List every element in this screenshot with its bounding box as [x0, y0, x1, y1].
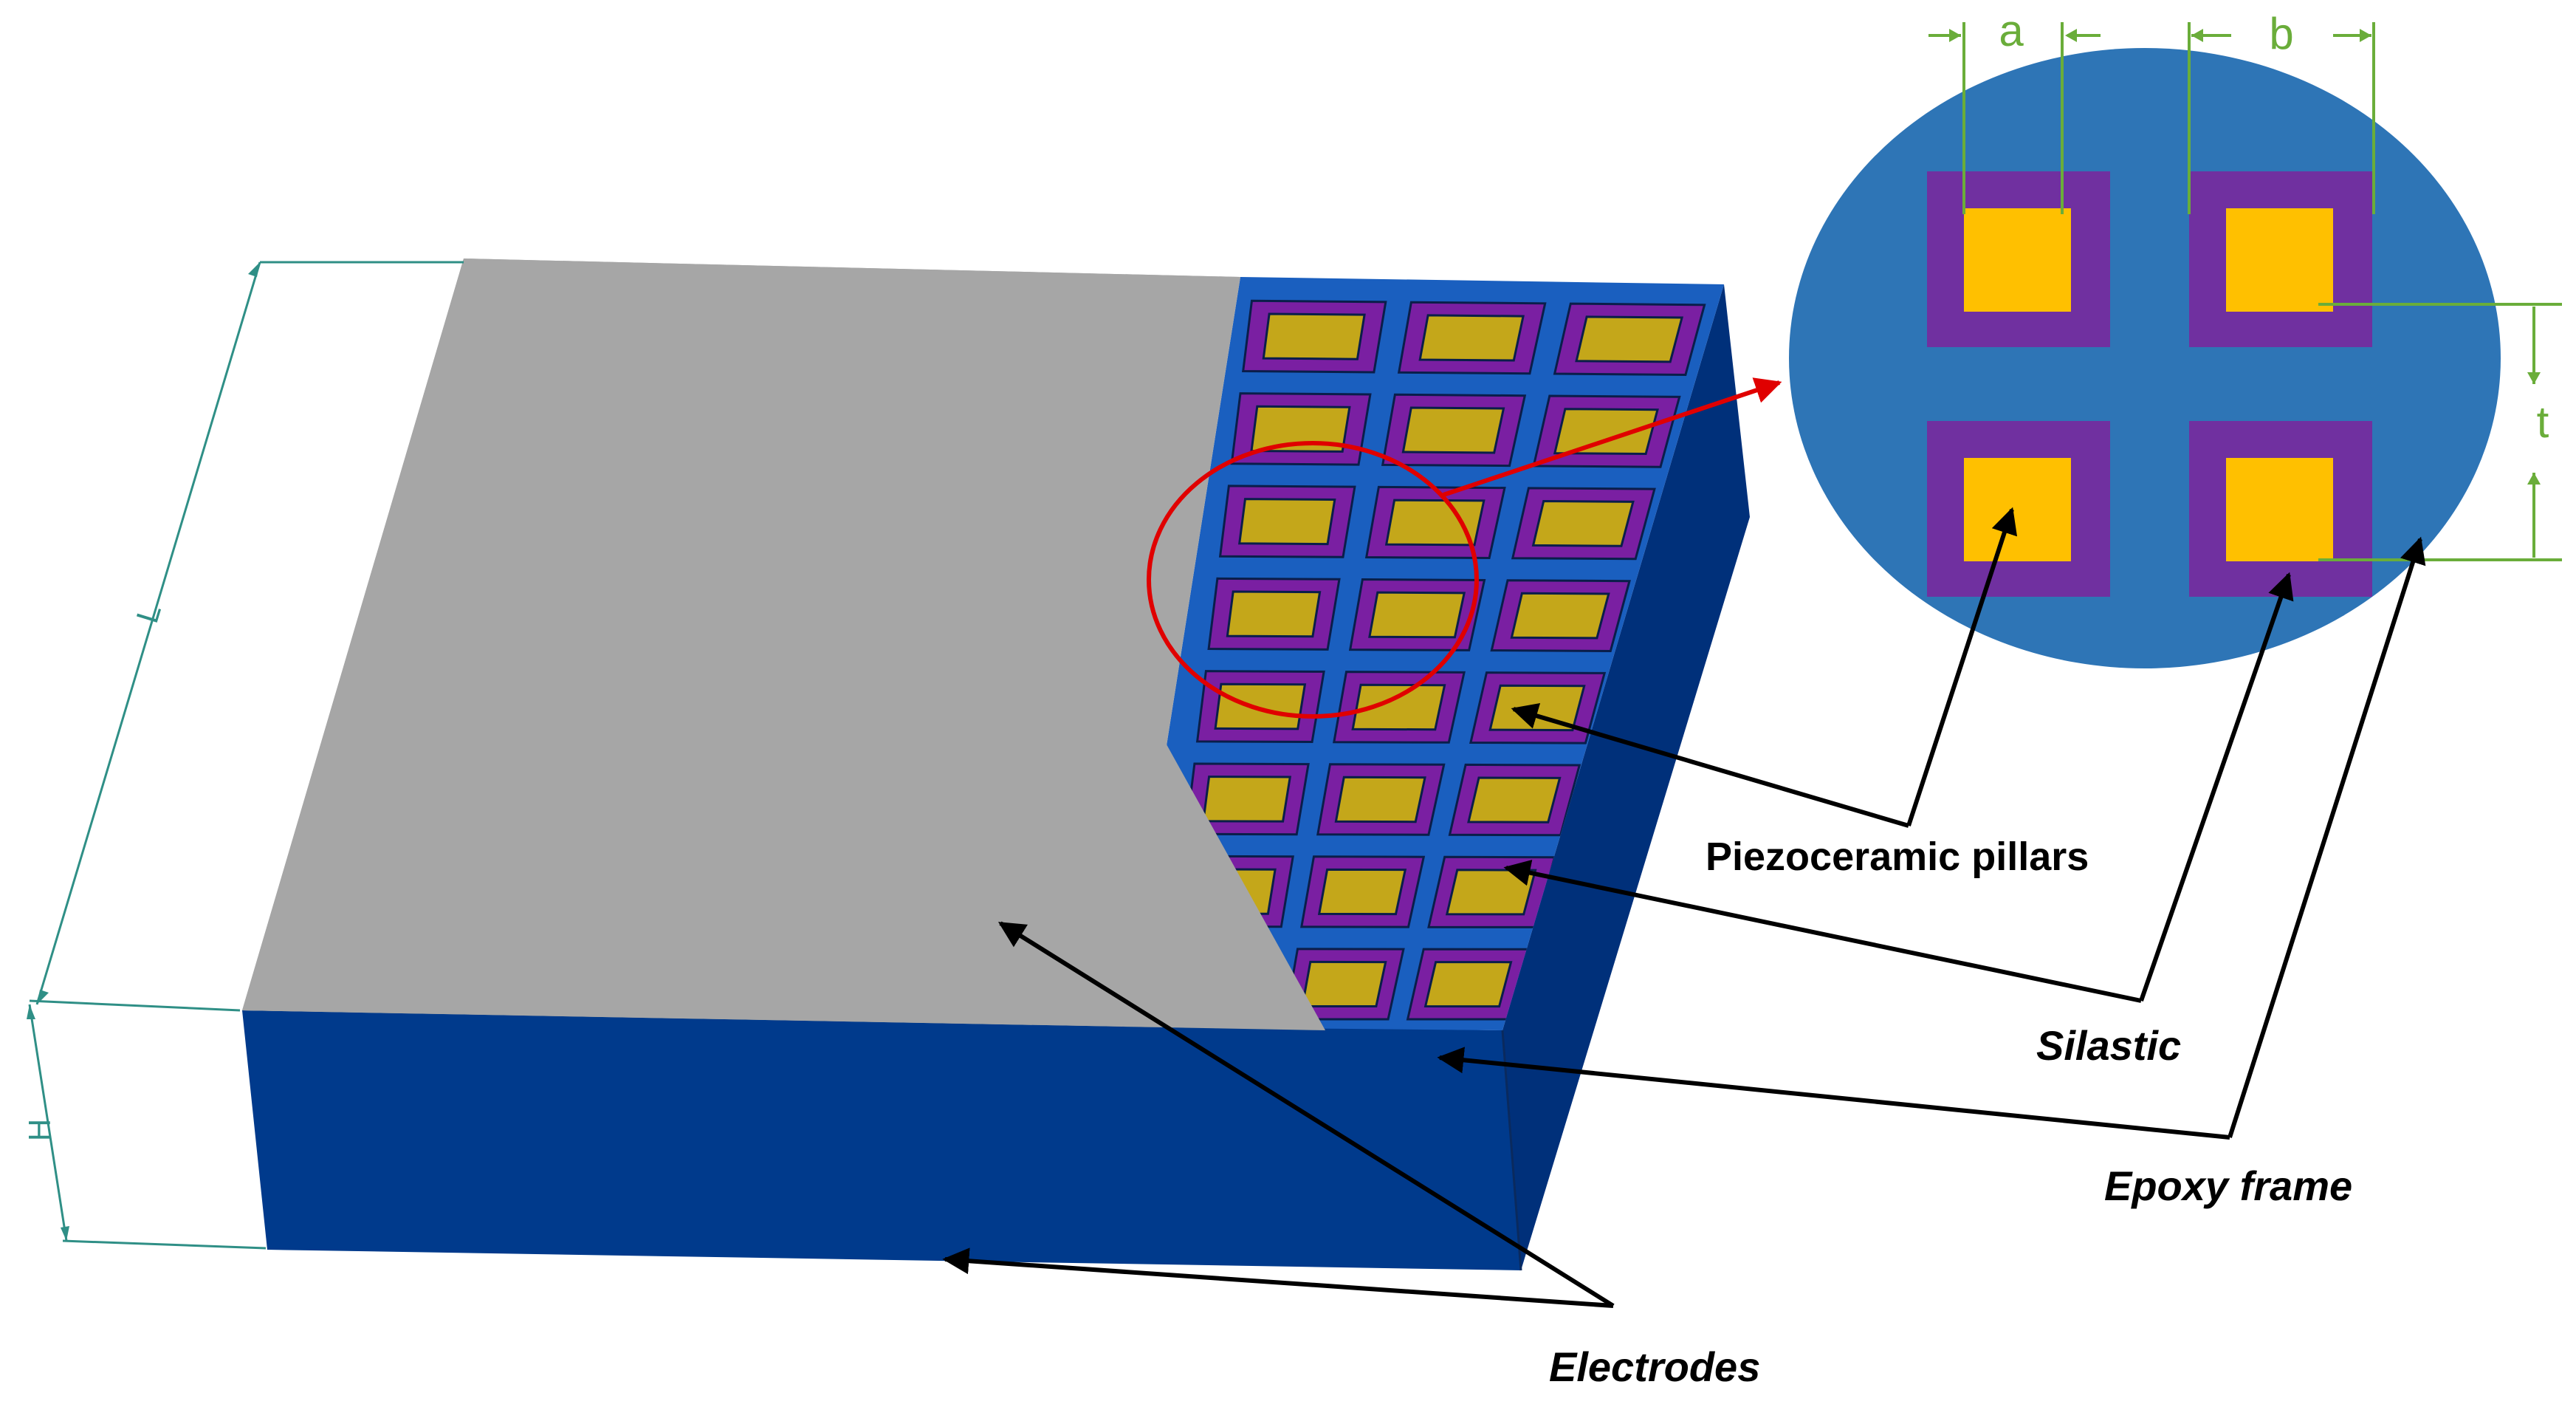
piezoceramic-pillar: [1317, 868, 1407, 916]
piezoceramic-pillar: [1575, 315, 1684, 363]
dimension-t-label: t: [2537, 397, 2549, 447]
leader-lines: [942, 507, 2426, 1308]
detail-pillar-1: [1964, 208, 2071, 312]
piezoceramic-pillar: [1202, 776, 1292, 823]
detail-pillar-3: [1964, 458, 2071, 561]
piezoceramic-pillar: [1368, 591, 1466, 639]
detail-pillar-2: [2226, 208, 2333, 312]
label-silastic: Silastic: [2036, 1022, 2181, 1069]
piezoceramic-pillar: [1418, 314, 1525, 362]
epoxy-front-face: [242, 1010, 1521, 1270]
piezoceramic-pillar: [1250, 405, 1351, 453]
piezoceramic-pillar: [1384, 499, 1486, 547]
dimension-lines-detail: [1928, 22, 2562, 561]
piezoceramic-pillar: [1467, 776, 1562, 824]
dimension-h-label: H: [22, 1119, 57, 1141]
piezoceramic-pillar: [1423, 961, 1513, 1008]
label-epoxy-frame: Epoxy frame: [2104, 1163, 2352, 1209]
piezoceramic-pillar: [1510, 592, 1610, 640]
piezoceramic-pillar: [1445, 869, 1537, 916]
detail-pillar-4: [2226, 458, 2333, 561]
composite-block: [242, 259, 1750, 1271]
dimension-l-label: L: [129, 600, 168, 627]
label-electrodes: Electrodes: [1549, 1343, 1760, 1390]
piezoceramic-pillar: [1226, 590, 1322, 638]
dimension-a-label: a: [1999, 6, 2024, 55]
detail-view: [1789, 48, 2501, 668]
piezoceramic-pillar: [1531, 499, 1635, 547]
piezoceramic-pillar: [1553, 408, 1659, 456]
highlight-circle: [1147, 441, 1479, 719]
dimension-b-label: b: [2269, 9, 2293, 58]
detail-epoxy: [1789, 48, 2501, 668]
piezoceramic-pillar: [1401, 406, 1505, 454]
piezoceramic-pillar: [1214, 682, 1307, 730]
epoxy-side-face: [1502, 284, 1750, 1270]
dimension-lines-block: [28, 261, 464, 1250]
piezoceramic-pillar: [1237, 498, 1336, 546]
piezoceramic-pillar: [1334, 776, 1426, 824]
label-piezoceramic-pillars: Piezoceramic pillars: [1706, 835, 2089, 879]
piezoceramic-pillar: [1301, 960, 1387, 1007]
highlight-arrow: [1443, 377, 1782, 497]
piezoceramic-pillar: [1262, 312, 1366, 360]
